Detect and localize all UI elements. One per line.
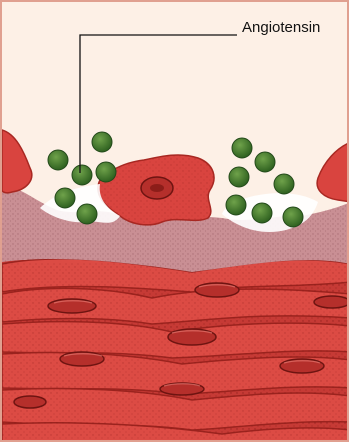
angiotensin-molecule-icon bbox=[48, 150, 68, 170]
endothelial-nucleus bbox=[141, 177, 173, 199]
smooth-muscle-layer bbox=[2, 259, 349, 442]
angiotensin-molecule-icon bbox=[252, 203, 272, 223]
angiotensin-molecule-icon bbox=[55, 188, 75, 208]
angiotensin-molecule-icon bbox=[229, 167, 249, 187]
angiotensin-molecule-icon bbox=[72, 165, 92, 185]
angiotensin-molecule-icon bbox=[226, 195, 246, 215]
angiotensin-molecule-icon bbox=[255, 152, 275, 172]
angiotensin-molecule-icon bbox=[283, 207, 303, 227]
angiotensin-molecule-icon bbox=[96, 162, 116, 182]
angiotensin-molecule-icon bbox=[274, 174, 294, 194]
angiotensin-molecule-icon bbox=[92, 132, 112, 152]
angiotensin-label: Angiotensin bbox=[242, 19, 320, 36]
angiotensin-molecule-icon bbox=[232, 138, 252, 158]
angiotensin-molecule-icon bbox=[77, 204, 97, 224]
